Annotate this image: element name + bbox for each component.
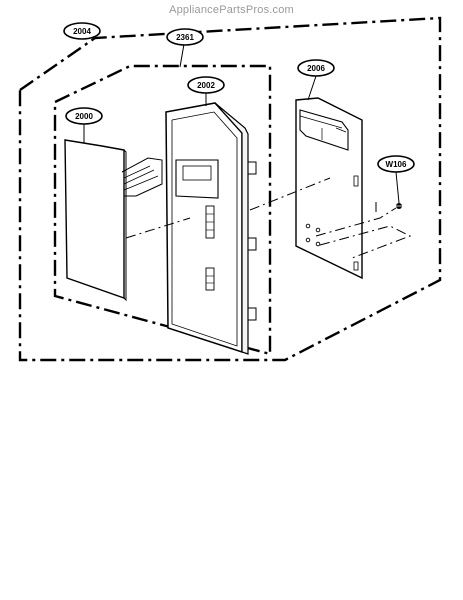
- circuit-board: [295, 97, 363, 280]
- screw-icon: [396, 203, 402, 209]
- leader-lines: [83, 43, 400, 204]
- callout-label: 2002: [197, 81, 215, 90]
- callout-label: 2004: [73, 27, 91, 36]
- callout-2002: 2002: [187, 76, 225, 94]
- callout-w106: W106: [377, 155, 415, 173]
- callout-label: 2361: [176, 33, 194, 42]
- alignment-lines: [125, 177, 412, 259]
- button-slot-lower: [205, 267, 215, 291]
- display-window: [175, 159, 219, 199]
- callout-label: W106: [386, 160, 407, 169]
- callout-2361: 2361: [166, 28, 204, 46]
- mounting-tabs: [248, 161, 257, 321]
- callout-label: 2000: [75, 112, 93, 121]
- inner-assembly-boundary: [53, 64, 272, 356]
- watermark-text: AppliancePartsPros.com: [169, 4, 294, 16]
- callout-label: 2006: [307, 64, 325, 73]
- outer-assembly-boundary: [18, 16, 442, 362]
- membrane-switch-panel: [64, 139, 163, 302]
- flex-ribbon-cable: [121, 157, 163, 197]
- callout-2000: 2000: [65, 107, 103, 125]
- board-display-module: [299, 109, 349, 151]
- control-panel-frame: [165, 102, 257, 355]
- callout-2004: 2004: [63, 22, 101, 40]
- button-slot-upper: [205, 205, 215, 239]
- callout-2006: 2006: [297, 59, 335, 77]
